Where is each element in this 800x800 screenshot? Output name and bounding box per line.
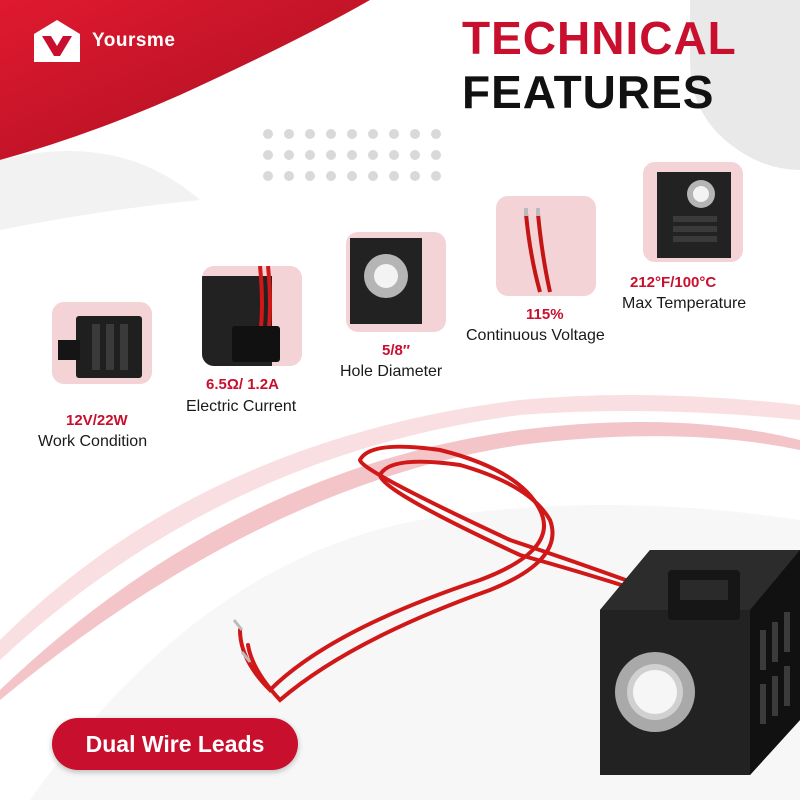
- heading-line-1: TECHNICAL: [462, 12, 737, 64]
- feature-work-condition: [52, 302, 152, 389]
- feature-label: Electric Current: [186, 398, 297, 415]
- coil-connector-thumbnail-icon: [202, 265, 302, 366]
- dot-grid-decoration: [263, 129, 441, 181]
- badge-label: Dual Wire Leads: [85, 730, 265, 757]
- solenoid-coil-product-image: [232, 444, 800, 775]
- feature-value: 115%: [526, 306, 564, 323]
- feature-value: 5/8″: [382, 342, 411, 359]
- feature-max-temperature: [643, 162, 743, 267]
- feature-label: Max Temperature: [622, 295, 747, 312]
- feature-continuous-voltage: [496, 196, 596, 301]
- feature-label: Work Condition: [38, 433, 148, 450]
- coil-hole-thumbnail-icon: [346, 232, 446, 332]
- brand-name: Yoursme: [92, 30, 176, 51]
- coil-side-thumbnail-icon: [52, 302, 152, 384]
- dual-wire-leads-badge: Dual Wire Leads: [52, 718, 298, 770]
- feature-value: 12V/22W: [66, 412, 128, 429]
- coil-front-thumbnail-icon: [643, 162, 743, 262]
- wire-leads-thumbnail-icon: [496, 196, 596, 296]
- logo-mark-icon: [34, 20, 80, 62]
- feature-electric-current: [202, 265, 302, 371]
- feature-label: Hole Diameter: [340, 363, 443, 380]
- feature-hole-diameter: [346, 232, 446, 337]
- brand-logo: Yoursme: [30, 18, 175, 64]
- feature-label: Continuous Voltage: [466, 327, 605, 344]
- feature-value: 6.5Ω/ 1.2A: [206, 376, 279, 393]
- feature-value: 212°F/100°C: [630, 274, 717, 291]
- corner-banner: [0, 0, 370, 160]
- heading-line-2: FEATURES: [462, 66, 715, 118]
